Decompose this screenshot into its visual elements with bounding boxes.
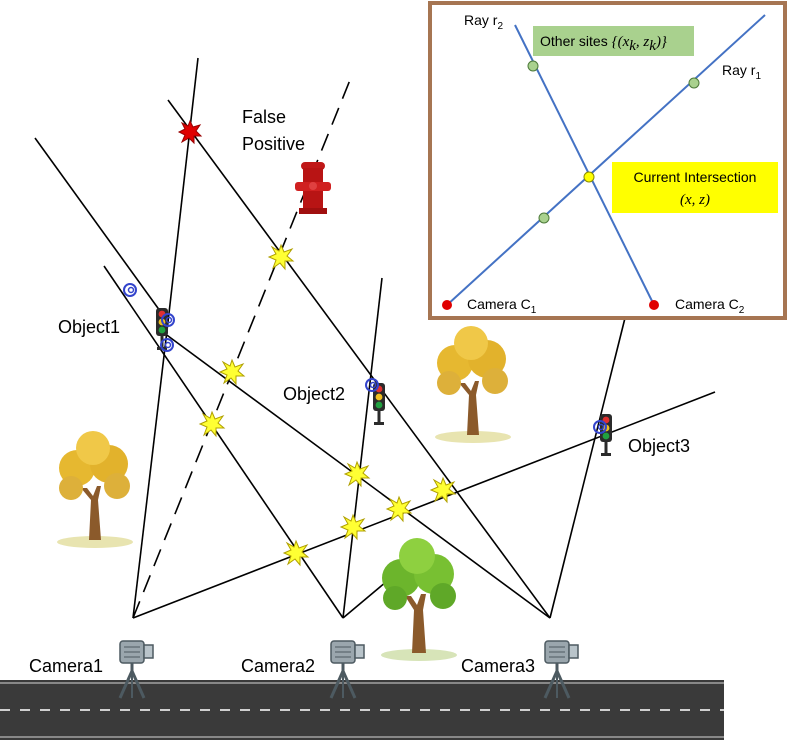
site-point	[527, 60, 539, 72]
current-intersection-point	[583, 171, 595, 183]
site-point	[688, 77, 700, 89]
current-intersection-math: (x, z)	[680, 192, 710, 208]
inset-panel: Other sites {(xk, zk)} Current Intersect…	[428, 1, 787, 320]
tree-icon	[381, 538, 457, 661]
intersection-markers	[177, 119, 456, 566]
road	[0, 680, 724, 740]
tree-icon	[57, 431, 133, 548]
object1-label: Object1	[58, 317, 120, 337]
explosion-star-icon	[219, 359, 245, 385]
ray-c1-top	[167, 57, 199, 323]
camera3-label: Camera3	[461, 656, 535, 676]
ray-c1-up-left	[132, 321, 169, 619]
explosion-star-icon	[199, 411, 225, 437]
camera-c1-label: Camera C1	[467, 296, 537, 316]
current-intersection-label: Current Intersection	[634, 169, 757, 185]
false-positive-label-line1: False	[242, 107, 286, 127]
ray-c1-right	[132, 391, 716, 619]
ray-c3-up	[549, 317, 626, 619]
object3-label: Object3	[628, 436, 690, 456]
ray-r1-label: Ray r1	[722, 62, 761, 82]
site-point	[538, 212, 550, 224]
ray-r2-label: Ray r2	[464, 12, 503, 32]
camera-c2-point	[649, 300, 659, 310]
ray-c2-obj2	[342, 277, 383, 619]
other-sites-label: Other sites {(xk, zk)}	[540, 33, 667, 54]
false-positive-label-line2: Positive	[242, 134, 305, 154]
object2-label: Object2	[283, 384, 345, 404]
fire-hydrant-icon	[295, 162, 331, 214]
false-positive-star-icon	[177, 119, 203, 145]
camera2-label: Camera2	[241, 656, 315, 676]
camera-c2-label: Camera C2	[675, 296, 745, 316]
ray-c1-fan	[34, 137, 169, 323]
current-intersection-box	[612, 162, 778, 213]
ray-c2-up-left	[103, 265, 344, 619]
camera1-label: Camera1	[29, 656, 103, 676]
object3-traffic-light	[593, 414, 612, 456]
other-sites-box	[533, 26, 694, 56]
camera-c1-point	[442, 300, 452, 310]
ray-c3-obj1	[167, 99, 551, 619]
tree-icon	[435, 326, 511, 443]
